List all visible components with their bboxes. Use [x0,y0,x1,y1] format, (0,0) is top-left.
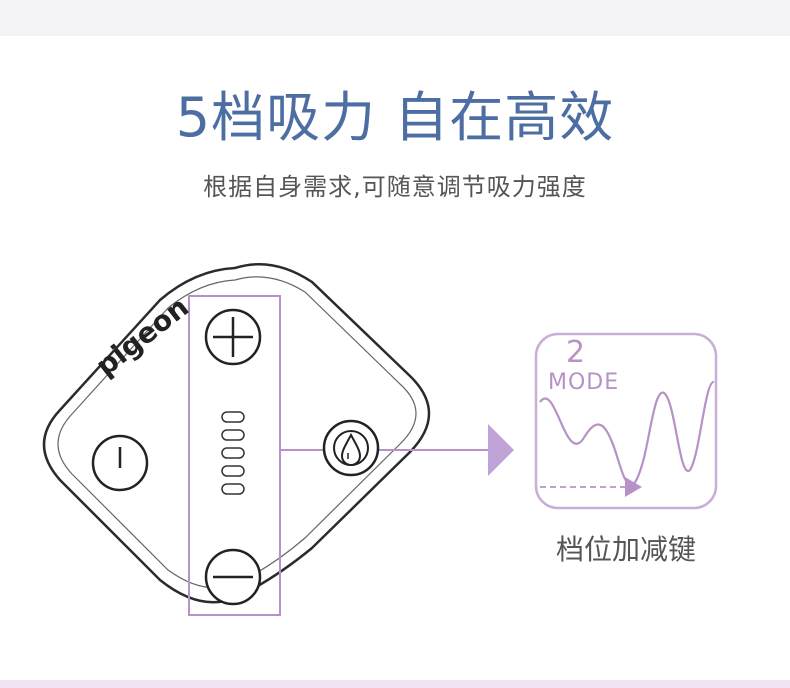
mode-number: 2 [566,335,586,370]
level-indicator-3 [221,447,245,459]
mode-label: MODE [548,370,620,395]
mode-panel [534,332,718,510]
suction-wave-graph [539,380,716,487]
page-subtitle: 根据自身需求,可随意调节吸力强度 [203,173,587,201]
level-indicator-2 [221,429,245,441]
top-background-band [0,0,790,36]
wave-arrow-head [625,477,642,497]
plus-button[interactable] [204,308,262,366]
bottom-background-band [0,680,790,688]
mode-caption: 档位加减键 [555,533,696,566]
suction-level-indicators [221,411,245,495]
level-indicator-1 [221,411,245,423]
control-strip-highlight [188,295,281,616]
level-indicator-5 [221,483,245,495]
page-title: 5档吸力 自在高效 [175,86,615,149]
pointer-arrow [488,424,514,476]
power-button[interactable] [91,434,149,492]
level-indicator-4 [221,465,245,477]
mode-button[interactable] [322,419,380,477]
minus-button[interactable] [204,548,262,606]
